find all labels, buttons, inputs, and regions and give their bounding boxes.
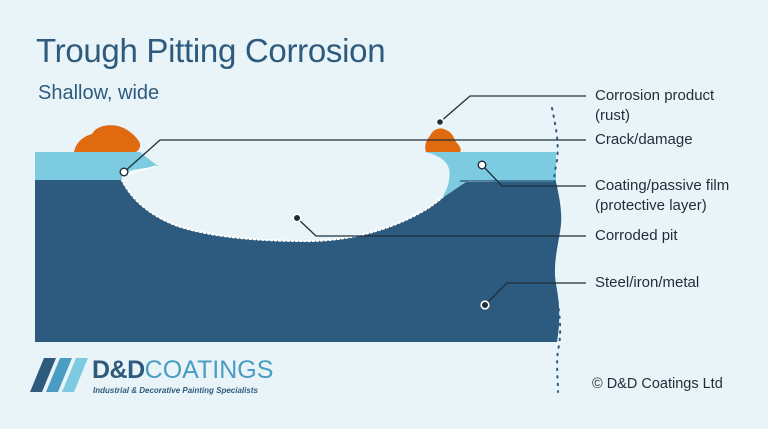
leader-coating [481, 164, 586, 187]
label-coating-line1: Coating/passive film [595, 177, 730, 194]
cutoff-edge [551, 107, 562, 393]
dot-crack [119, 167, 129, 177]
leader-pit [296, 217, 586, 237]
rust-deposit-left [74, 125, 141, 152]
metal-body [35, 180, 562, 342]
dot-coating [477, 160, 487, 170]
logo-tagline: Industrial & Decorative Painting Special… [93, 386, 258, 395]
leader-corrosion-product [439, 95, 586, 123]
coating-right [425, 152, 556, 198]
label-metal: Steel/iron/metal [595, 274, 700, 291]
copyright-text: © D&D Coatings Ltd [592, 376, 723, 392]
page-title: Trough Pitting Corrosion [36, 32, 386, 69]
logo-brand: D&DCOATINGS [92, 356, 273, 385]
leader-metal [484, 282, 586, 306]
pit-edge-texture [120, 178, 462, 243]
logo-stripes-icon [30, 358, 88, 392]
logo-brand-light: COATINGS [144, 356, 274, 384]
coating-left [35, 152, 158, 180]
label-corrosion-product-line2: (rust) [595, 107, 630, 124]
page-subtitle: Shallow, wide [38, 82, 160, 104]
label-corrosion-product-line1: Corrosion product [595, 87, 715, 104]
label-pit: Corroded pit [595, 227, 678, 244]
label-corrosion-product: Corrosion product (rust) [595, 86, 714, 126]
dot-corrosion-product [435, 117, 445, 127]
dot-pit [292, 213, 302, 223]
label-coating-line2: (protective layer) [595, 197, 707, 214]
dot-metal [480, 300, 490, 310]
logo-brand-bold: D&D [92, 356, 145, 384]
leader-crack [123, 139, 586, 173]
label-crack: Crack/damage [595, 131, 693, 148]
label-coating: Coating/passive film (protective layer) [595, 176, 729, 216]
